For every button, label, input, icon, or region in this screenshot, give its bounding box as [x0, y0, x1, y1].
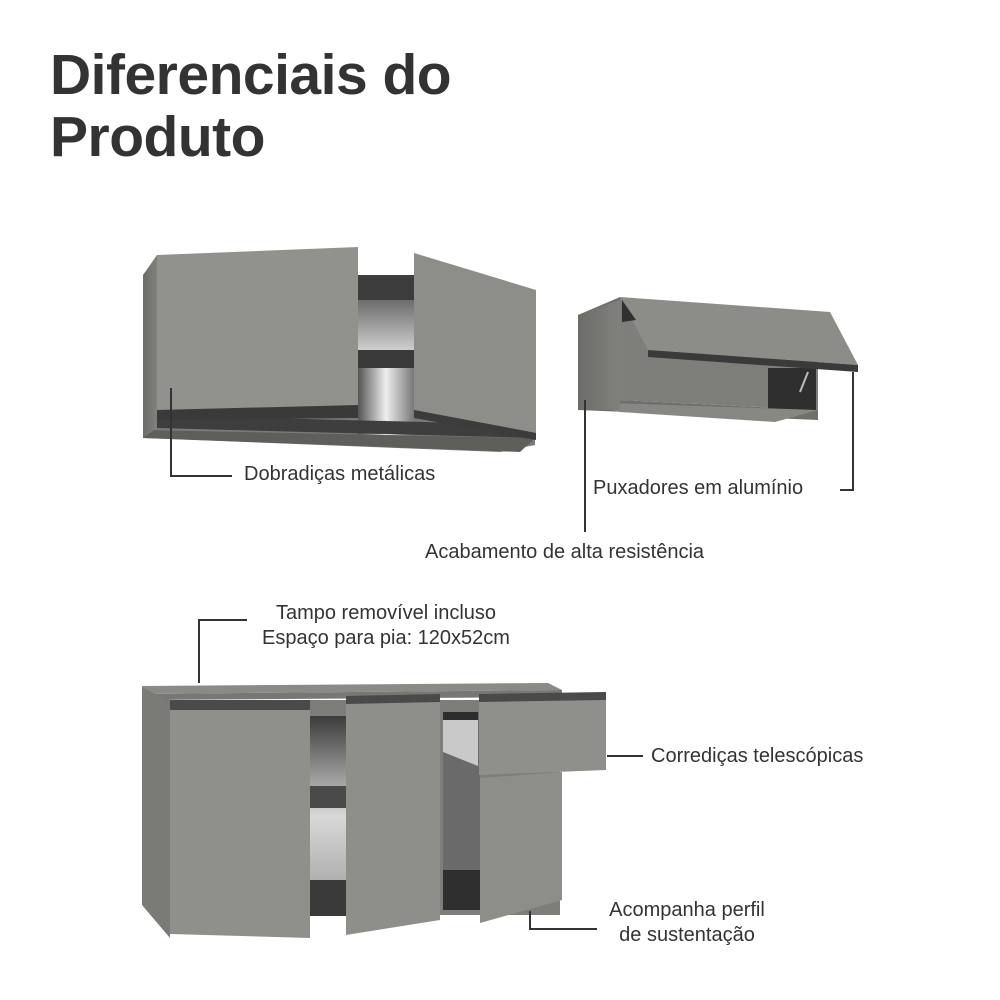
feature-label-finish: Acabamento de alta resistência: [425, 541, 705, 563]
feature-label-handles: Puxadores em alumínio: [593, 477, 804, 499]
feature-label-top-line1: Tampo removível incluso: [275, 602, 497, 624]
leader-hinges: [170, 388, 232, 477]
feature-label-support-line1: Acompanha perfil: [609, 899, 765, 921]
leader-lines: [170, 372, 854, 930]
feature-label-hinges: Dobradiças metálicas: [244, 463, 436, 485]
page-title: Diferenciais do Produto: [50, 43, 452, 169]
feature-label-slides: Corrediças telescópicas: [651, 745, 864, 767]
feature-label-top-line2: Espaço para pia: 120x52cm: [262, 627, 510, 649]
base-cabinet: [142, 683, 606, 938]
feature-label-support-line2: de sustentação: [619, 924, 755, 946]
feature-label-support: Acompanha perfil de sustentação: [597, 898, 777, 948]
wall-cabinet-two-doors: [143, 247, 536, 452]
title-line-1: Diferenciais do: [50, 43, 452, 107]
leader-top: [198, 619, 247, 683]
feature-label-top: Tampo removível incluso Espaço para pia:…: [240, 601, 532, 651]
title-line-2: Produto: [50, 105, 265, 169]
leader-handles: [840, 372, 854, 491]
leader-support: [529, 911, 597, 930]
wall-cabinet-flip-up: [578, 297, 858, 422]
